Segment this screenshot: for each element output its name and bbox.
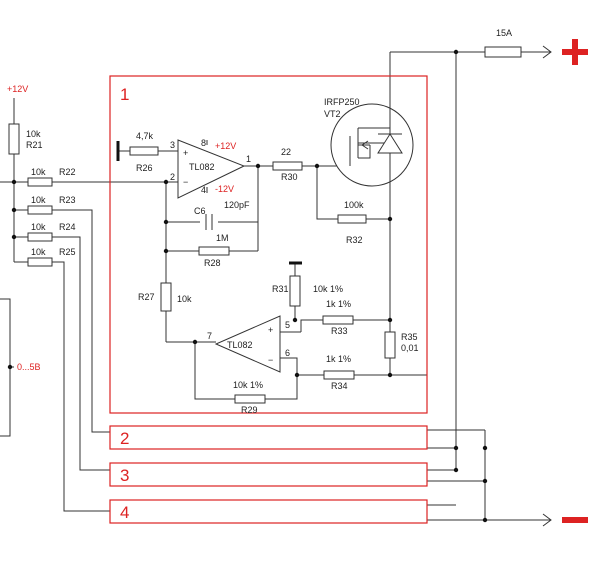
mosfet-vt2 (330, 103, 414, 187)
pot-range: 0...5B (17, 362, 41, 372)
r23-ref: R23 (59, 195, 76, 205)
plus-terminal-v (572, 39, 578, 65)
fuse-rating: 15A (496, 28, 512, 38)
opamp2-plus: + (268, 325, 273, 335)
r34-body (323, 370, 355, 380)
r31-value: 10k 1% (313, 284, 343, 294)
r34-value: 1k 1% (326, 354, 351, 364)
r22-body (27, 177, 53, 187)
r24-value: 10k (31, 222, 46, 232)
block-1-frame (109, 75, 428, 414)
opamp2-minus: − (268, 355, 273, 365)
r21-value: 10k (26, 129, 41, 139)
r30-ref: R30 (281, 172, 298, 182)
opamp1-vneg: -12V (215, 184, 234, 194)
r22-value: 10k (31, 167, 46, 177)
r30-body (272, 161, 303, 171)
block-4-frame (109, 499, 428, 524)
r32-ref: R32 (346, 235, 363, 245)
opamp1-pin2: 2 (170, 172, 175, 182)
r31-body (289, 275, 301, 307)
c6-value: 120pF (224, 200, 250, 210)
r23-body (27, 205, 53, 215)
supply-label: +12V (7, 84, 28, 94)
block-4-label: 4 (120, 503, 129, 522)
r34-ref: R34 (331, 381, 348, 391)
r32-body (337, 214, 367, 224)
block-2-label: 2 (120, 429, 129, 448)
r21-body (8, 123, 20, 155)
c6-ref: C6 (194, 206, 206, 216)
c6-plates (205, 214, 213, 230)
r26-value: 4,7k (136, 131, 154, 141)
opamp1-pin4: 4 (201, 185, 206, 195)
opamp1-pin8: 8 (201, 138, 206, 148)
r33-body (322, 315, 354, 325)
r30-value: 22 (281, 147, 291, 157)
r28-value: 1M (216, 233, 229, 243)
r35-value: 0,01 (401, 343, 419, 353)
r26-ref: R26 (136, 163, 153, 173)
r22-ref: R22 (59, 167, 76, 177)
r23-value: 10k (31, 195, 46, 205)
block-2-frame (109, 425, 428, 450)
opamp2-pin6: 6 (285, 348, 290, 358)
r21-ref: R21 (26, 140, 43, 150)
block-3-label: 3 (120, 466, 129, 485)
opamp1-pin1: 1 (246, 154, 251, 164)
vt2-type: IRFP250 (324, 97, 360, 107)
r27-body (160, 282, 172, 312)
r29-value: 10k 1% (233, 380, 263, 390)
r31-ref: R31 (272, 284, 289, 294)
r25-value: 10k (31, 247, 46, 257)
opamp-1 (177, 139, 246, 199)
vt2-ref: VT2 (324, 109, 341, 119)
r26-body (129, 146, 159, 156)
r33-value: 1k 1% (326, 299, 351, 309)
r25-ref: R25 (59, 247, 76, 257)
minus-terminal (562, 517, 588, 523)
opamp-2 (214, 315, 281, 373)
r29-ref: R29 (241, 405, 258, 415)
r24-ref: R24 (59, 222, 76, 232)
opamp2-type: TL082 (227, 340, 253, 350)
opamp1-vpos: +12V (215, 141, 236, 151)
plus-arrow (542, 45, 552, 59)
r35-ref: R35 (401, 332, 418, 342)
opamp1-type: TL082 (189, 162, 215, 172)
opamp2-pin5: 5 (285, 320, 290, 330)
opamp1-minus: − (183, 177, 188, 187)
r28-ref: R28 (204, 258, 221, 268)
wires (0, 51, 551, 521)
junctions (7, 49, 488, 523)
r24-body (27, 232, 53, 242)
opamp1-plus: + (183, 148, 188, 158)
r32-value: 100k (344, 200, 364, 210)
opamp1-pin3: 3 (170, 140, 175, 150)
minus-arrow (542, 513, 552, 527)
r27-ref: R27 (138, 292, 155, 302)
r27-value: 10k (177, 294, 192, 304)
block-1-label: 1 (120, 85, 129, 104)
block-3-frame (109, 462, 428, 487)
r28-body (198, 246, 230, 256)
fuse-body (484, 46, 522, 58)
r25-body (27, 257, 53, 267)
opamp2-pin7: 7 (207, 331, 212, 341)
r33-ref: R33 (331, 326, 348, 336)
r29-body (234, 394, 266, 404)
r35-body (384, 331, 396, 359)
